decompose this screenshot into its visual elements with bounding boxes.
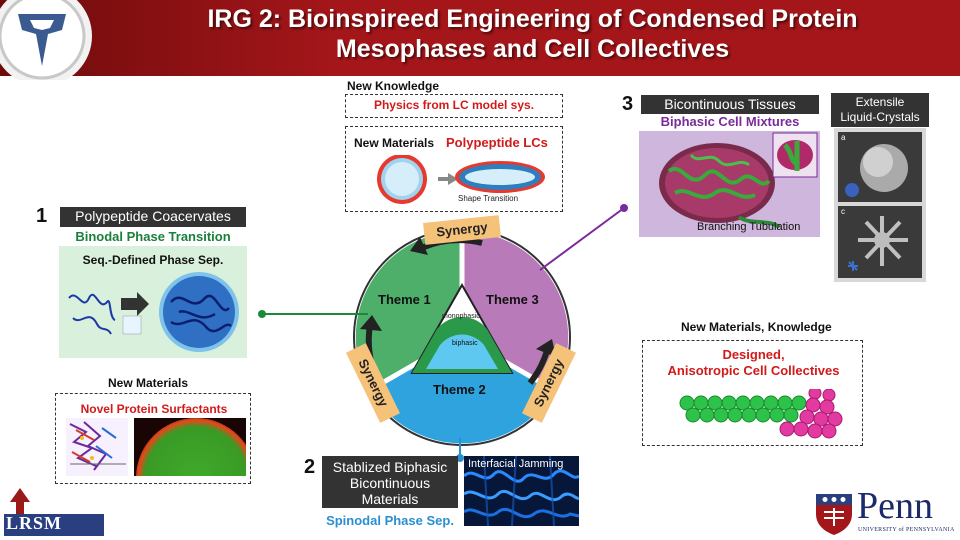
droplet-fluorescence-image	[134, 418, 246, 476]
section-2-subtitle: Spinodal Phase Sep.	[326, 513, 454, 528]
coacervate-graphic	[68, 272, 239, 352]
branching-tissue-image: Branching Tubulation	[639, 131, 820, 237]
extensile-lc-title: Extensile Liquid-Crystals	[831, 93, 929, 127]
penn-subtitle: UNIVERSITY of PENNSYLVANIA	[858, 527, 955, 533]
cell-collectives-line-2: Anisotropic Cell Collectives	[667, 363, 840, 378]
section-2-title-line-1: Stablized Biphasic	[332, 459, 448, 475]
university-shield-logo	[0, 0, 92, 80]
lrsm-logo-text: LRSM	[6, 513, 63, 533]
new-knowledge-box: Physics from LC model sys.	[345, 94, 563, 118]
polypeptide-lcs-label: Polypeptide LCs	[446, 135, 548, 150]
section-3-number: 3	[622, 93, 634, 115]
extensile-line-2: Liquid-Crystals	[840, 110, 920, 124]
penn-shield-icon	[816, 494, 852, 535]
polypeptide-lcs-box: New Materials Polypeptide LCs Shape Tran…	[345, 126, 563, 212]
lrsm-logo	[4, 488, 104, 536]
new-materials-heading-1: New Materials	[108, 376, 189, 390]
new-knowledge-text: Physics from LC model sys.	[373, 98, 535, 112]
extensile-lc-images: a c	[834, 128, 926, 282]
section-2-title-line-2: Bicontinuous	[349, 475, 431, 491]
section-1-title: Polypeptide Coacervates	[60, 207, 246, 227]
theme-1-label: Theme 1	[378, 292, 431, 307]
panel-a-image: a	[838, 132, 922, 202]
cell-collectives-box: Designed, Anisotropic Cell Collectives	[642, 340, 863, 446]
new-materials-label: New Materials	[354, 136, 435, 150]
surfactants-label: Novel Protein Surfactants	[80, 402, 228, 416]
sphere-graphic	[845, 144, 908, 197]
section-3-title: Bicontinuous Tissues	[641, 95, 819, 114]
cell-collectives-text: Designed, Anisotropic Cell Collectives	[643, 347, 864, 379]
shape-transition-graphic	[377, 155, 545, 204]
interfacial-jamming-label: Interfacial Jamming	[468, 458, 564, 470]
interfacial-jamming-image: Interfacial Jamming	[464, 456, 579, 526]
coacervate-panel: Seq.-Defined Phase Sep.	[59, 246, 247, 358]
section-3-subtitle: Biphasic Cell Mixtures	[660, 114, 800, 129]
theme-2-label: Theme 2	[433, 382, 486, 397]
themes-wheel-diagram	[353, 228, 571, 446]
title-line-2: Mesophases and Cell Collectives	[335, 35, 730, 63]
section-2-title-line-3: Materials	[361, 491, 419, 507]
biphasic-label: biphasic	[452, 340, 478, 347]
simulation-snapshot	[66, 418, 128, 476]
panel-c-image: c	[838, 206, 922, 278]
simulation-graphic	[69, 421, 126, 471]
tissue-graphic	[659, 132, 818, 229]
cell-collectives-line-1: Designed,	[722, 347, 785, 362]
extensile-line-1: Extensile	[855, 95, 905, 109]
header-banner	[0, 0, 960, 76]
seq-defined-label: Seq.-Defined Phase Sep.	[82, 253, 224, 267]
branched-graphic	[848, 216, 908, 271]
penn-wordmark: Penn	[857, 485, 933, 527]
branching-tubulation-label: Branching Tubulation	[697, 221, 801, 233]
panel-a-label: a	[841, 133, 846, 142]
panel-c-label: c	[841, 207, 845, 216]
section-2-number: 2	[304, 456, 316, 478]
section-1-subtitle: Binodal Phase Transition	[75, 229, 231, 244]
section-2-title: Stablized Biphasic Bicontinuous Material…	[322, 456, 458, 508]
new-knowledge-heading: New Knowledge	[347, 79, 440, 93]
jamming-pattern	[464, 456, 579, 526]
surfactants-box: Novel Protein Surfactants	[55, 393, 251, 484]
title-line-1: IRG 2: Bioinspireed Engineering of Conde…	[207, 5, 858, 33]
theme-3-label: Theme 3	[486, 292, 539, 307]
shape-transition-label: Shape Transition	[458, 194, 519, 203]
slide-title: IRG 2: Bioinspireed Engineering of Conde…	[110, 4, 955, 64]
new-materials-knowledge-heading: New Materials, Knowledge	[681, 320, 832, 334]
cell-collectives-graphic	[679, 389, 843, 439]
section-1-number: 1	[36, 205, 48, 227]
monophasic-label: monophasic	[442, 313, 480, 320]
